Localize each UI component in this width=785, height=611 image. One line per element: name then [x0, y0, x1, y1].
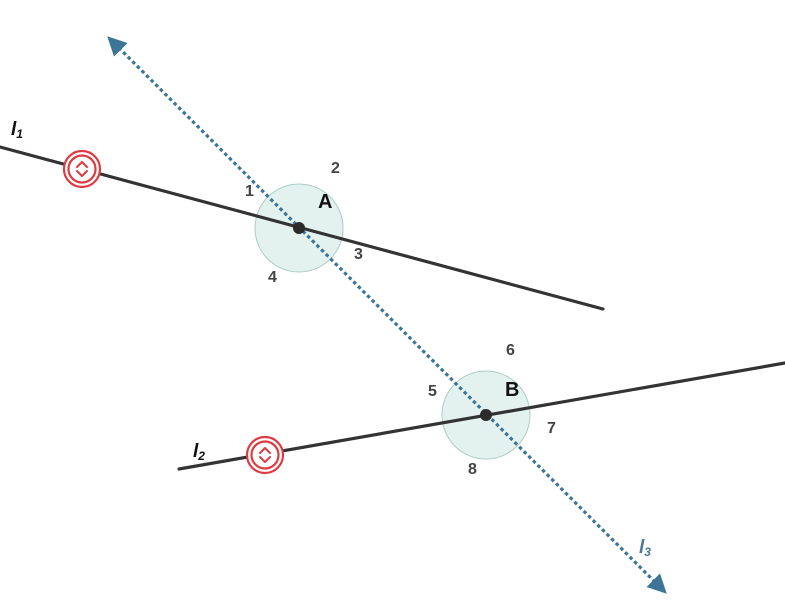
angle-2-label: 2	[331, 160, 340, 177]
angle-4-label: 4	[268, 269, 277, 286]
chevron-up-icon	[76, 161, 88, 168]
chevron-down-icon	[259, 456, 271, 463]
line-l3-transversal[interactable]	[107, 36, 667, 594]
point-a-label: A	[318, 191, 332, 213]
line-l1-label: l1	[11, 119, 23, 141]
line-l2-rotate-handle[interactable]	[245, 435, 285, 475]
angle-7-label: 7	[547, 420, 556, 437]
angle-1-label: 1	[245, 183, 254, 200]
angle-6-label: 6	[506, 342, 515, 359]
chevron-up-icon	[259, 447, 271, 454]
point-a[interactable]	[293, 222, 305, 234]
angle-3-label: 3	[354, 246, 363, 263]
point-b-label: B	[505, 379, 519, 401]
point-b[interactable]	[480, 409, 492, 421]
angle-8-label: 8	[468, 461, 477, 478]
angle-5-label: 5	[428, 383, 437, 400]
line-l2-label: l2	[193, 441, 205, 463]
chevron-down-icon	[76, 170, 88, 177]
line-l1-rotate-handle[interactable]	[62, 149, 102, 189]
line-l3-label: l3	[639, 537, 651, 559]
